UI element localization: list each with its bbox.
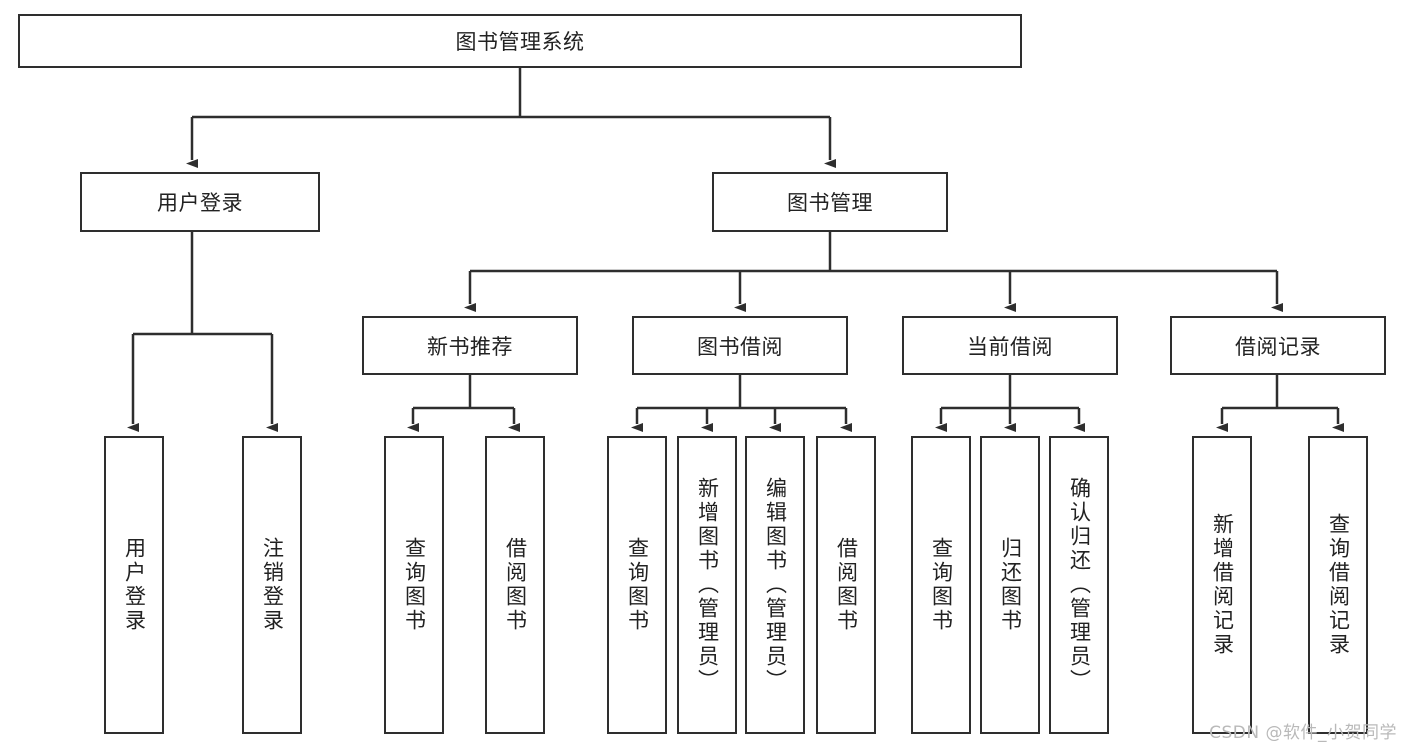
node-label: 查询图书 <box>625 537 650 633</box>
node-label: 注销登录 <box>260 537 285 633</box>
leaf-query-book-current[interactable]: 查询图书 <box>911 436 971 734</box>
watermark: CSDN @软件_小贺同学 <box>1209 723 1397 743</box>
node-label: 借阅记录 <box>1235 334 1321 359</box>
node-label: 图书管理 <box>787 191 873 215</box>
node-book-management[interactable]: 图书管理 <box>712 172 948 232</box>
leaf-query-borrow-record[interactable]: 查询借阅记录 <box>1308 436 1368 734</box>
node-label: 新增借阅记录 <box>1210 513 1235 657</box>
node-new-book-recommend[interactable]: 新书推荐 <box>362 316 578 375</box>
leaf-return-book[interactable]: 归还图书 <box>980 436 1040 734</box>
leaf-add-book-admin[interactable]: 新增图书（管理员） <box>677 436 737 734</box>
node-label: 编辑图书（管理员） <box>763 477 788 693</box>
node-label: 归还图书 <box>998 537 1023 633</box>
leaf-borrow-book-recommend[interactable]: 借阅图书 <box>485 436 545 734</box>
node-label: 图书管理系统 <box>455 30 585 54</box>
node-label: 当前借阅 <box>967 334 1053 359</box>
node-current-borrow[interactable]: 当前借阅 <box>902 316 1118 375</box>
leaf-query-book-borrow[interactable]: 查询图书 <box>607 436 667 734</box>
leaf-add-borrow-record[interactable]: 新增借阅记录 <box>1192 436 1252 734</box>
node-label: 查询借阅记录 <box>1326 513 1351 657</box>
leaf-edit-book-admin[interactable]: 编辑图书（管理员） <box>745 436 805 734</box>
node-label: 确认归还（管理员） <box>1067 477 1092 693</box>
node-book-borrow[interactable]: 图书借阅 <box>632 316 848 375</box>
node-label: 新增图书（管理员） <box>695 477 720 693</box>
node-label: 查询图书 <box>929 537 954 633</box>
node-label: 查询图书 <box>402 537 427 633</box>
node-label: 用户登录 <box>157 191 243 215</box>
leaf-borrow-book[interactable]: 借阅图书 <box>816 436 876 734</box>
leaf-user-logout[interactable]: 注销登录 <box>242 436 302 734</box>
node-label: 借阅图书 <box>503 537 528 633</box>
node-label: 图书借阅 <box>697 334 783 359</box>
leaf-query-book-recommend[interactable]: 查询图书 <box>384 436 444 734</box>
node-user-login[interactable]: 用户登录 <box>80 172 320 232</box>
node-label: 借阅图书 <box>834 537 859 633</box>
node-root-system[interactable]: 图书管理系统 <box>18 14 1022 68</box>
node-label: 新书推荐 <box>427 334 513 359</box>
node-borrow-record[interactable]: 借阅记录 <box>1170 316 1386 375</box>
node-label: 用户登录 <box>122 537 147 633</box>
leaf-user-login[interactable]: 用户登录 <box>104 436 164 734</box>
leaf-confirm-return-admin[interactable]: 确认归还（管理员） <box>1049 436 1109 734</box>
